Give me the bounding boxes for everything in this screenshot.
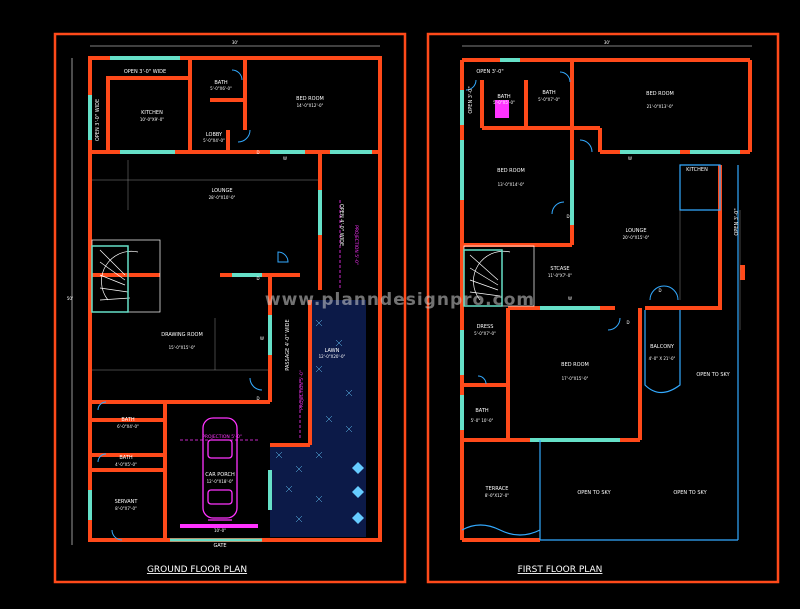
dress-name: DRESS: [477, 324, 494, 330]
first-window-2: W: [568, 296, 572, 301]
ground-floor-plan: 30' 50': [67, 40, 382, 575]
stcase-size: 11'-0"X7'-0": [548, 273, 572, 278]
first-bath-2-size: 5'-0"X7'-0": [538, 97, 560, 102]
first-floor-plan: 30': [460, 40, 752, 575]
first-open-right-label: OPEN 3'-0": [734, 208, 740, 235]
terrace-name: TERRACE: [485, 486, 509, 492]
first-bath-1-name: BATH: [497, 94, 511, 100]
ground-floor-frame: [53, 32, 407, 584]
first-bed-mid-size: 17'-0"X15'-0": [562, 376, 589, 381]
first-bed-left-size: 13'-0"X14'-0": [498, 182, 525, 187]
first-door-3: D: [626, 320, 629, 325]
car-icon: [202, 417, 238, 521]
first-floor-title: FIRST FLOOR PLAN: [518, 565, 603, 575]
stcase-name: STCASE: [550, 266, 569, 272]
car-porch-size: 12'-0"X18'-0": [207, 479, 234, 484]
first-bath-2-name: BATH: [542, 90, 556, 96]
bath-top-size: 5'-0"X6'-0": [210, 86, 232, 91]
first-door-1: D: [566, 214, 569, 219]
first-window-1: W: [628, 156, 632, 161]
lounge-name: LOUNGE: [212, 188, 233, 194]
ground-doors: [97, 69, 289, 541]
open-sky-3-label: OPEN TO SKY: [673, 490, 707, 496]
first-windows: [460, 58, 740, 442]
ground-depth-dim: 50': [67, 296, 73, 301]
first-open-left-label: OPEN 3'-0": [468, 86, 474, 113]
first-bath-1-size: 5'-0"X5'-0": [493, 100, 515, 105]
first-lounge-size: 20'-0"X15'-0": [623, 235, 650, 240]
ground-door-1: D: [256, 150, 259, 155]
ground-open-left-label: OPEN 3'-0" WIDE: [95, 99, 101, 141]
first-lounge-name: LOUNGE: [626, 228, 647, 234]
car-porch-name: CAR PORCH: [205, 472, 235, 478]
projection-1-label: PROJECTION 5'-0": [353, 225, 359, 265]
first-bed-top-size: 21'-0"X13'-0": [647, 104, 674, 109]
open-sky-1-label: OPEN TO SKY: [696, 372, 730, 378]
open-sky-2-label: OPEN TO SKY: [577, 490, 611, 496]
first-bath-3-size: 5'-0" 10'-0": [471, 418, 494, 423]
ground-floor-title: GROUND FLOOR PLAN: [147, 565, 247, 575]
ground-window-1: W: [283, 156, 287, 161]
projection-2-label: PROJECTION 5'-0": [299, 370, 305, 410]
balcony-size: 4'-0" X 21'-0": [649, 356, 676, 361]
dress-size: 5'-0"X7'-0": [474, 331, 496, 336]
balcony-name: BALCONY: [650, 344, 675, 350]
drawing-room-size: 15'-0"X15'-0": [169, 345, 196, 350]
lawn-size: 12'-0"X20'-0": [319, 354, 346, 359]
lobby-name: LOBBY: [206, 132, 223, 138]
first-bed-top-name: BED ROOM: [646, 91, 674, 97]
passage-label: PASSAGE 4'-0" WIDE: [285, 319, 291, 370]
gate-dim: 10'-0": [214, 528, 226, 533]
kitchen-name: KITCHEN: [141, 110, 163, 116]
first-doors: [465, 71, 679, 385]
servant-size: 8'-0"X7'-0": [115, 506, 137, 511]
lounge-size: 28'-0"X10'-0": [209, 195, 236, 200]
bath-mid-name: BATH: [121, 417, 135, 423]
first-width-dim: 30': [604, 40, 610, 45]
watermark: www.planndesignpro.com: [265, 290, 535, 310]
bath-top-name: BATH: [214, 80, 228, 86]
ground-door-2: D: [256, 276, 259, 281]
ground-door-3: D: [256, 396, 259, 401]
lawn-hatch: [270, 445, 366, 537]
bedroom-name: BED ROOM: [296, 96, 324, 102]
lawn-name: LAWN: [325, 348, 340, 354]
projection-3-label: PROJECTION 5'-0": [202, 434, 242, 440]
ground-window-2: W: [260, 336, 264, 341]
lawn-pattern: [275, 319, 353, 523]
ground-open-top-label: OPEN 3'-0" WIDE: [124, 69, 166, 75]
drawing-room-name: DRAWING ROOM: [161, 332, 203, 338]
ground-windows: [88, 56, 372, 520]
first-door-2: D: [658, 288, 661, 293]
bedroom-size: 14'-0"X12'-0": [297, 103, 324, 108]
bath-low-size: 4'-0"X5'-0": [115, 462, 137, 467]
bath-low-name: BATH: [119, 455, 133, 461]
lobby-size: 5'-0"X4'-0": [203, 138, 225, 143]
first-bed-mid-name: BED ROOM: [561, 362, 589, 368]
ground-open-right-label: OPEN 4'-0" WIDE: [338, 204, 344, 246]
first-bed-left-name: BED ROOM: [497, 168, 525, 174]
bath-mid-size: 6'-0"X4'-0": [117, 424, 139, 429]
ground-width-dim: 30': [232, 40, 238, 45]
servant-name: SERVANT: [115, 499, 139, 505]
first-open-top-label: OPEN 3'-0": [476, 69, 503, 75]
first-floor-frame: [426, 32, 780, 584]
ground-interior-lines: [92, 160, 318, 371]
gate-label: GATE: [213, 543, 226, 549]
plant-icons: [352, 462, 364, 524]
first-bath-3-name: BATH: [475, 408, 489, 414]
terrace-size: 8'-0"X12'-0": [485, 493, 509, 498]
kitchen-size: 10'-0"X9'-0": [140, 117, 164, 122]
first-kitchen-name: KITCHEN: [686, 167, 708, 173]
first-sky-outline: [461, 164, 739, 541]
